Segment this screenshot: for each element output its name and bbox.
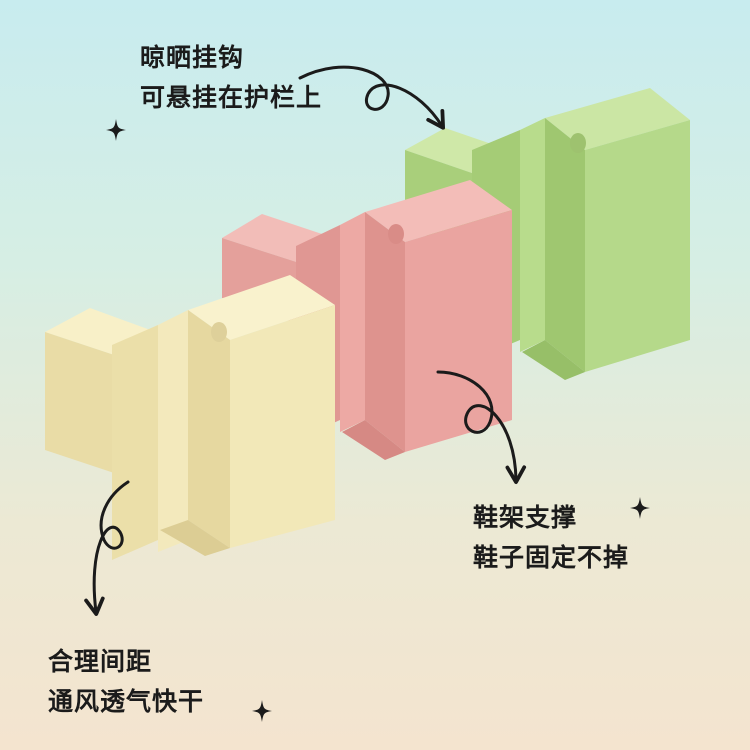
caption-shoe-support: 鞋架支撑 鞋子固定不掉 — [473, 498, 629, 578]
caption-line: 合理间距 — [48, 647, 153, 676]
caption-line: 通风透气快干 — [48, 687, 205, 716]
caption-line: 鞋架支撑 — [473, 503, 578, 532]
sparkle-icon — [106, 119, 126, 141]
sparkle-icon — [252, 700, 272, 722]
arrow-right — [436, 370, 527, 484]
caption-line: 可悬挂在护栏上 — [140, 83, 323, 112]
arrow-top — [298, 65, 446, 130]
caption-spacing: 合理间距 通风透气快干 — [48, 642, 204, 722]
caption-line: 晾晒挂钩 — [140, 43, 245, 72]
caption-line: 鞋子固定不掉 — [473, 543, 630, 572]
caption-drying-hook: 晾晒挂钩 可悬挂在护栏上 — [140, 38, 322, 118]
yellow-hook — [45, 275, 335, 560]
arrow-left — [84, 480, 130, 616]
sparkle-icon — [630, 497, 650, 519]
